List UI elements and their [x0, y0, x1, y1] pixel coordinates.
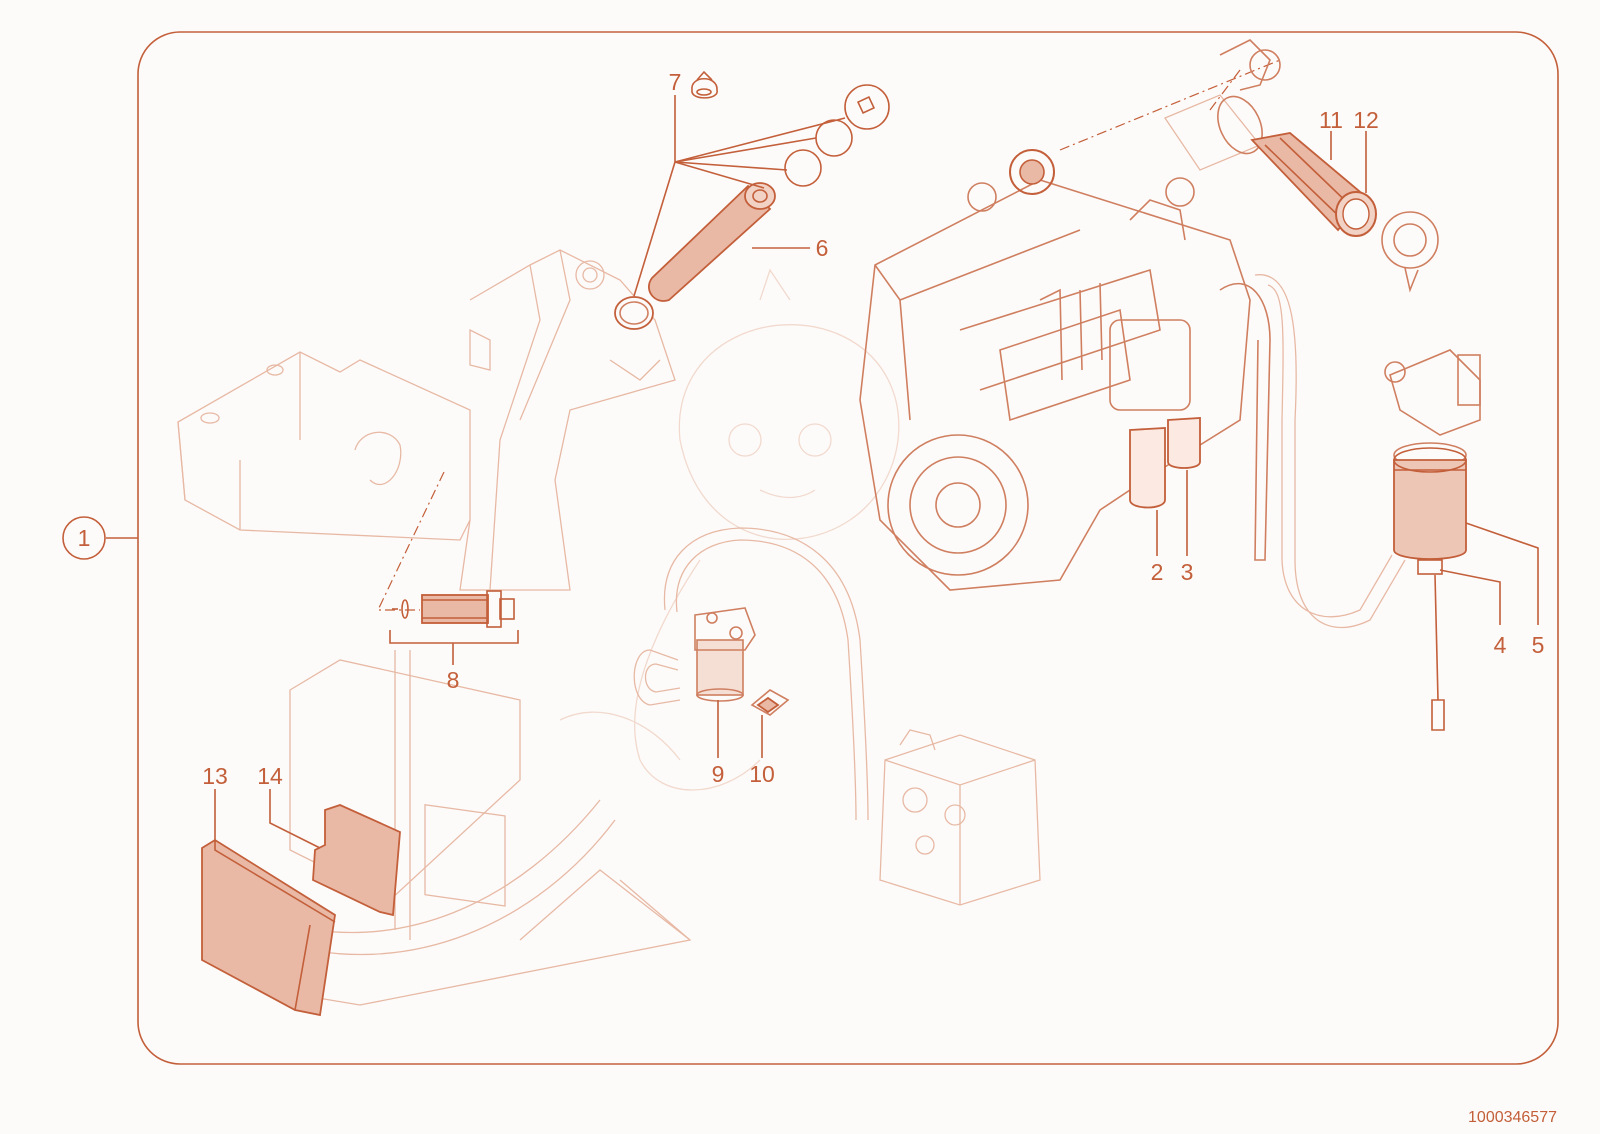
callout-9: 9 [712, 761, 725, 787]
callout-4: 4 [1494, 632, 1507, 658]
callout-7: 7 [669, 69, 682, 95]
document-id: 1000346577 [1468, 1109, 1557, 1126]
strainer-assembly [392, 590, 515, 628]
callout-6: 6 [816, 235, 829, 261]
water-sensor-4 [1417, 559, 1445, 731]
callout-10: 10 [749, 761, 775, 787]
callout-12: 12 [1353, 107, 1379, 133]
parts-bag-icon [691, 70, 718, 99]
hydraulic-filter-housing [694, 607, 756, 702]
prefilter-head [1384, 349, 1481, 436]
safety-element-12 [1335, 191, 1377, 237]
callout-2: 2 [1151, 559, 1164, 585]
air-filter-cover [1381, 211, 1439, 293]
seal-rings [784, 84, 890, 187]
callout-14: 14 [257, 763, 283, 789]
small-part-10 [750, 689, 790, 716]
callout-1-circle [62, 516, 106, 560]
fuel-prefilter-5 [1393, 442, 1467, 560]
engine-drawing [859, 177, 1271, 591]
callout-5: 5 [1532, 632, 1545, 658]
kit-frame [137, 31, 1559, 1065]
air-filter-housing-end [1164, 94, 1263, 171]
turbo-highlight [1009, 149, 1055, 195]
engine-oil-filters [1129, 417, 1201, 509]
callout-3: 3 [1181, 559, 1194, 585]
fuel-filter-cartridge [648, 182, 776, 302]
leader-lines [106, 95, 1539, 849]
fuel-tank-drawing [177, 249, 676, 591]
hydraulic-hose [633, 527, 869, 821]
fuel-prefilter-hose [1254, 274, 1406, 629]
callout-13: 13 [202, 763, 228, 789]
dragon-watermark [559, 268, 900, 791]
callout-11: 11 [1319, 107, 1343, 133]
callout-8: 8 [447, 667, 460, 693]
cab-filter-14 [312, 804, 401, 917]
intake-elbow [1219, 39, 1281, 91]
callout-1: 1 [78, 525, 91, 551]
hydraulic-pump-drawing [879, 729, 1041, 906]
air-intake-dashdot-line [1059, 59, 1281, 151]
strainer-dashdot-line [377, 471, 445, 611]
